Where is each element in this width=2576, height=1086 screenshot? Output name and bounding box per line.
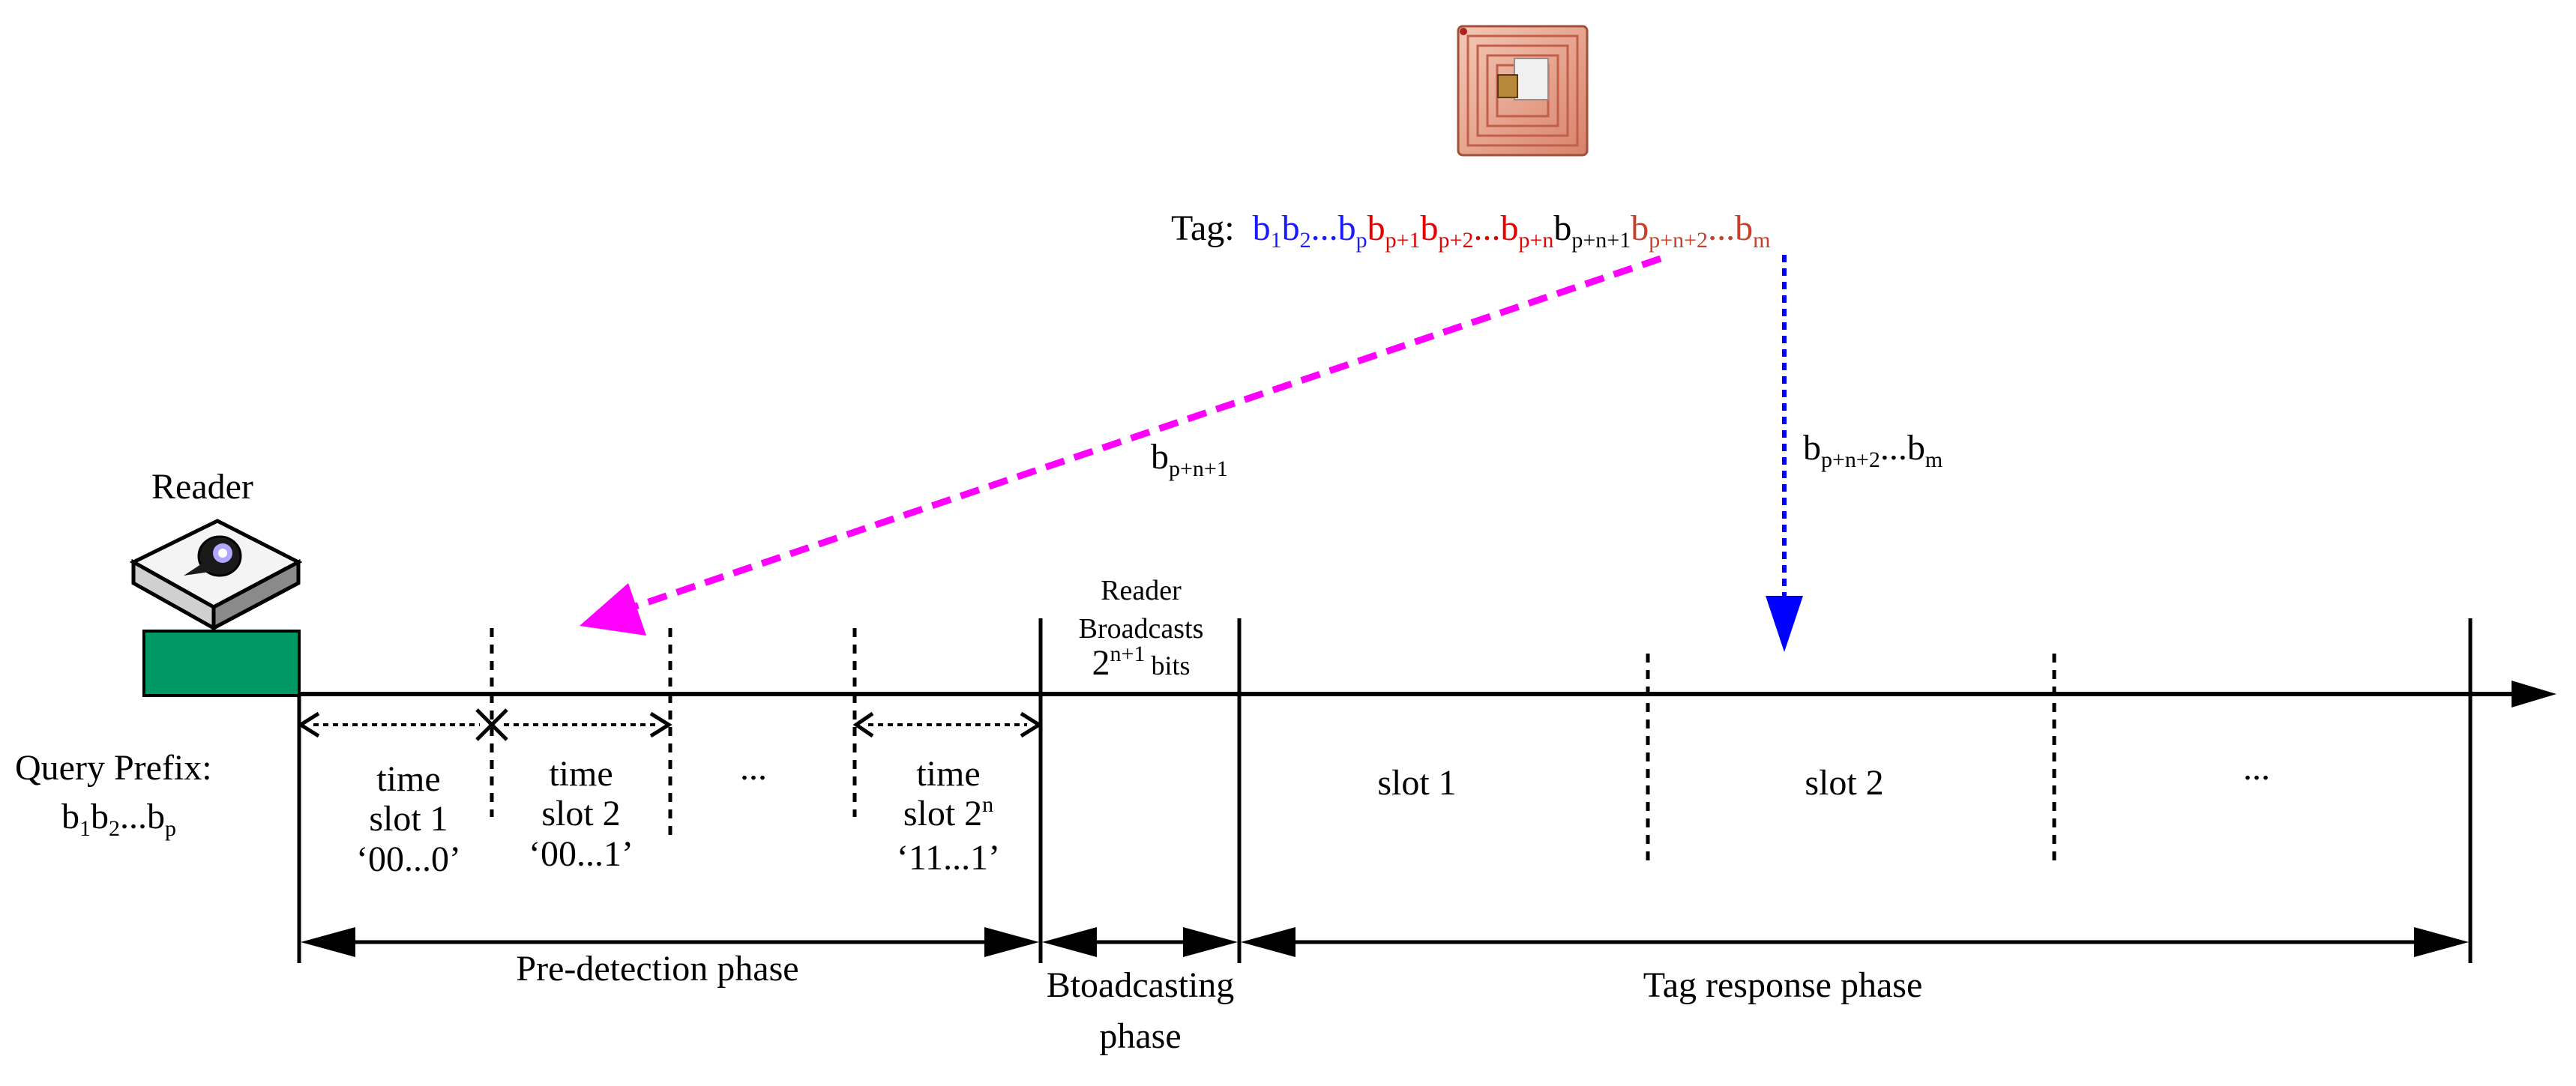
predetection-arrow-left xyxy=(301,927,355,957)
svg-text:time: time xyxy=(549,754,613,794)
response-slot-2: slot 2 xyxy=(1805,763,1883,803)
svg-text:slot 2: slot 2 xyxy=(541,794,620,833)
magenta-arrow-label: bp+n+1 xyxy=(1151,437,1228,481)
broadcasting-arrow-left xyxy=(1042,927,1097,957)
blue-arrow-label: bp+n+2...bm xyxy=(1803,428,1942,472)
reader-green-block xyxy=(142,630,301,697)
svg-text:slot 2n: slot 2n xyxy=(903,792,993,833)
predetection-ellipsis: ... xyxy=(740,748,767,788)
tag-bit-sequence: Tag: b1b2...bpbp+1bp+2...bp+nbp+n+1bp+n+… xyxy=(1171,208,1770,253)
rfid-tag-icon xyxy=(1457,25,1589,157)
blue-arrowhead xyxy=(1766,596,1803,652)
svg-text:‘00...1’: ‘00...1’ xyxy=(529,834,634,874)
svg-text:‘11...1’: ‘11...1’ xyxy=(897,838,1000,878)
tag-prefix-label: Tag: xyxy=(1171,208,1235,248)
slotn-arrow-right xyxy=(1020,711,1043,738)
svg-text:Broadcasts: Broadcasts xyxy=(1079,613,1204,645)
timeline-arrowhead xyxy=(2512,681,2557,708)
svg-text:‘00...0’: ‘00...0’ xyxy=(356,839,461,879)
svg-text:slot 1: slot 1 xyxy=(369,799,448,839)
response-slot-1: slot 1 xyxy=(1377,763,1456,803)
response-phase-label: Tag response phase xyxy=(1643,965,1923,1005)
broadcasting-phase-label-2: phase xyxy=(1099,1016,1181,1056)
response-arrow-left xyxy=(1241,927,1295,957)
slotn-arrow-left xyxy=(852,711,874,738)
response-arrow-right xyxy=(2414,927,2469,957)
response-ellipsis: ... xyxy=(2243,748,2270,788)
svg-text:time: time xyxy=(376,759,440,799)
reader-device-icon xyxy=(129,519,303,632)
predetection-phase-label: Pre-detection phase xyxy=(516,949,798,989)
broadcasting-phase-label-1: Btoadcasting xyxy=(1047,965,1235,1005)
predetection-slot-n: time slot 2n ‘11...1’ xyxy=(897,754,1000,878)
slot1-arrow-left xyxy=(297,711,320,738)
predetection-arrow-right xyxy=(984,927,1039,957)
slot-boundary-cross-marker xyxy=(475,708,508,741)
query-prefix-bits: b1b2...bp xyxy=(61,797,176,841)
broadcasting-arrow-right xyxy=(1183,927,1238,957)
predetection-slot-1: time slot 1 ‘00...0’ xyxy=(356,759,461,879)
query-prefix-label: Query Prefix: xyxy=(15,748,212,788)
svg-text:Reader: Reader xyxy=(1101,575,1182,606)
magenta-dashed-arrow xyxy=(621,255,1662,615)
magenta-arrowhead xyxy=(580,583,646,636)
predetection-slot-2: time slot 2 ‘00...1’ xyxy=(529,754,634,874)
slot2-arrow-right xyxy=(649,711,672,738)
reader-label: Reader xyxy=(151,467,253,507)
svg-text:time: time xyxy=(916,754,980,794)
